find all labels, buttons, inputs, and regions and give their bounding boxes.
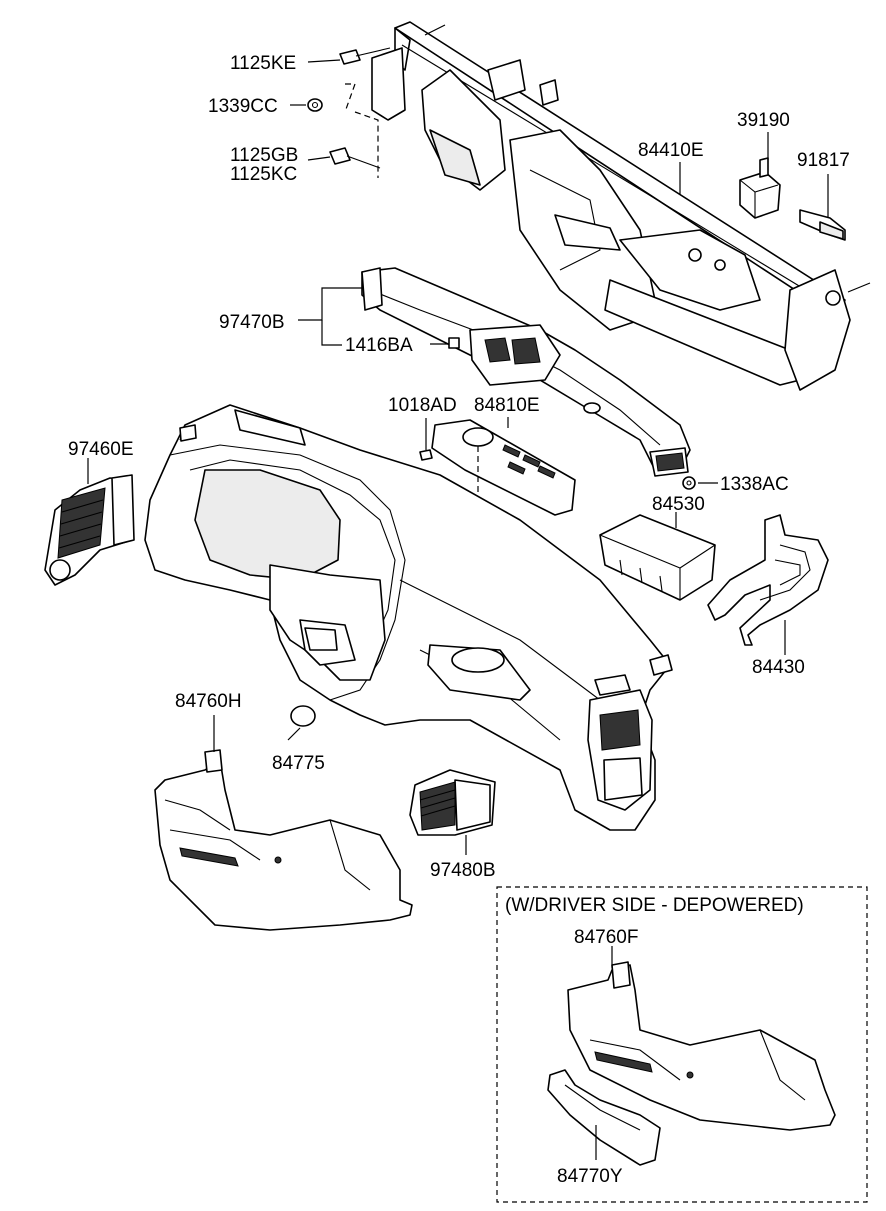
label-84810E: 84810E [474,395,540,416]
knee-bolster-84770Y [547,1069,661,1166]
defroster-duct-97470B [361,267,691,477]
bolt-1125GB [329,147,381,169]
crash-pad-main-panel [144,404,673,831]
nut-1338AC [682,476,696,490]
cowl-cross-bar-assembly [371,21,871,391]
label-1125KC: 1125KC [230,164,297,185]
lower-crash-pad-84760F [567,946,836,1131]
label-97480B: 97480B [430,860,496,881]
lower-crash-pad-84760H [154,715,413,931]
label-84530: 84530 [652,494,705,515]
center-air-vent-97480B [409,769,496,855]
bolt-1125KE [339,47,391,65]
label-84430: 84430 [752,657,805,678]
inset-title: (W/DRIVER SIDE - DEPOWERED) [505,895,804,916]
side-air-vent-97460E [44,458,135,586]
screw-1018AD [419,418,433,461]
label-84760H: 84760H [175,691,242,712]
cap-84775 [290,705,316,727]
label-1339CC: 1339CC [208,96,278,117]
relay-39190 [739,132,781,219]
label-1416BA: 1416BA [345,335,413,356]
label-97470B: 97470B [219,312,285,333]
airbag-module-84530 [599,512,716,601]
label-91817: 91817 [797,150,850,171]
label-97460E: 97460E [68,439,134,460]
label-1125GB: 1125GB [230,145,298,166]
label-1338AC: 1338AC [720,474,789,495]
label-39190: 39190 [737,110,790,131]
label-84760F: 84760F [574,927,638,948]
nut-1339CC [307,98,323,112]
label-84410E: 84410E [638,140,704,161]
label-1125KE: 1125KE [230,53,296,74]
bracket-84430 [707,514,829,655]
label-1018AD: 1018AD [388,395,457,416]
clip-1416BA [430,337,460,349]
label-84775: 84775 [272,753,325,774]
label-84770Y: 84770Y [557,1166,623,1187]
connector-91817 [799,174,846,241]
inset-frame [496,886,868,1203]
